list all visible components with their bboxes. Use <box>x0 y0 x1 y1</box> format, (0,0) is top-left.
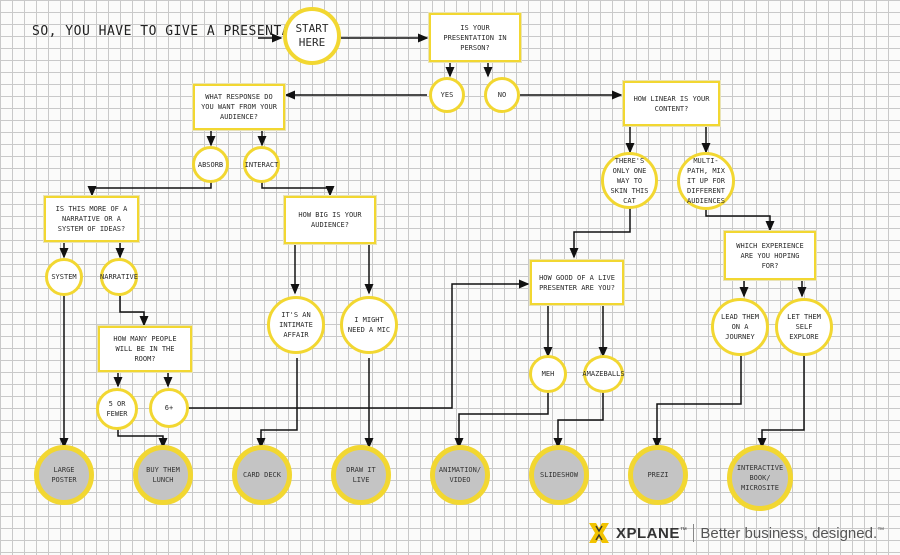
outcome-large-poster: LARGE POSTER <box>34 445 94 505</box>
node-narrative: NARRATIVE <box>100 258 138 296</box>
brand-separator <box>693 524 695 542</box>
node-multi-path: MULTI-PATH, MIX IT UP FOR DIFFERENT AUDI… <box>677 152 735 210</box>
node-meh: MEH <box>529 355 567 393</box>
outcome-buy-lunch: BUY THEM LUNCH <box>133 445 193 505</box>
node-interact: INTERACT <box>243 146 280 183</box>
node-how-many: HOW MANY PEOPLE WILL BE IN THE ROOM? <box>98 326 192 372</box>
outcome-animation-video: ANIMATION/ VIDEO <box>430 445 490 505</box>
brand-footer: XPLANE™ Better business, designed.™ <box>588 522 888 544</box>
node-in-person: IS YOUR PRESENTATION IN PERSON? <box>429 13 521 62</box>
node-absorb: ABSORB <box>192 146 229 183</box>
node-six-plus: 6+ <box>149 388 189 428</box>
node-live-presenter: HOW GOOD OF A LIVE PRESENTER ARE YOU? <box>530 260 624 305</box>
node-one-way: THERE'S ONLY ONE WAY TO SKIN THIS CAT <box>601 152 658 209</box>
brand-name: XPLANE™ <box>616 524 688 542</box>
node-narrative-question: IS THIS MORE OF A NARRATIVE OR A SYSTEM … <box>44 196 139 242</box>
node-linear: HOW LINEAR IS YOUR CONTENT? <box>623 81 720 126</box>
outcome-card-deck: CARD DECK <box>232 445 292 505</box>
diagram-title: SO, YOU HAVE TO GIVE A PRESENTATION <box>32 24 324 39</box>
node-intimate: IT'S AN INTIMATE AFFAIR <box>267 296 325 354</box>
node-mic: I MIGHT NEED A MIC <box>340 296 398 354</box>
node-journey: LEAD THEM ON A JOURNEY <box>711 298 769 356</box>
node-no: NO <box>484 77 520 113</box>
node-system: SYSTEM <box>45 258 83 296</box>
xplane-logo-icon <box>589 523 609 543</box>
node-explore: LET THEM SELF EXPLORE <box>775 298 833 356</box>
node-start-here: START HERE <box>283 7 341 65</box>
node-amazeballs: AMAZEBALLS <box>582 355 625 393</box>
node-how-big: HOW BIG IS YOUR AUDIENCE? <box>284 196 376 244</box>
node-response: WHAT RESPONSE DO YOU WANT FROM YOUR AUDI… <box>193 84 285 130</box>
outcome-prezi: PREZI <box>628 445 688 505</box>
node-experience: WHICH EXPERIENCE ARE YOU HOPING FOR? <box>724 231 816 280</box>
outcome-draw-live: DRAW IT LIVE <box>331 445 391 505</box>
brand-tagline: Better business, designed.™ <box>700 524 885 542</box>
node-five-or-fewer: 5 OR FEWER <box>96 388 138 430</box>
node-yes: YES <box>429 77 465 113</box>
outcome-slideshow: SLIDESHOW <box>529 445 589 505</box>
outcome-interactive-book: INTERACTIVE BOOK/ MICROSITE <box>727 445 793 511</box>
